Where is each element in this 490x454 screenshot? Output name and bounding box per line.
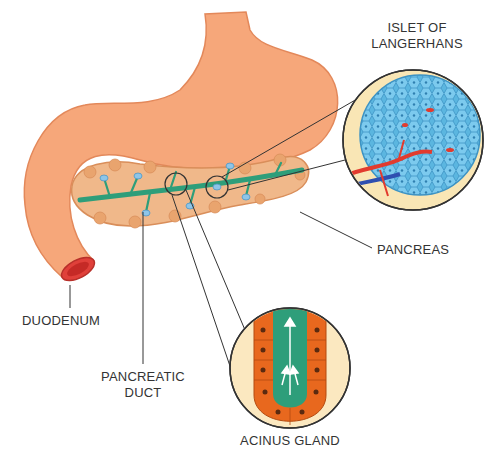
part-label: PANCREATIC DUCT — [88, 369, 198, 402]
duodenum-cut-end — [58, 253, 98, 286]
pancreas-body — [72, 157, 309, 226]
leader-lines — [70, 212, 372, 364]
pancreatic-duct-drawing — [80, 163, 302, 212]
zoom-marker — [165, 173, 187, 195]
part-label: DUODENUM — [22, 313, 132, 329]
islet-dots — [100, 163, 250, 216]
stomach-duodenum — [24, 12, 337, 277]
part-label: ACINUS GLAND — [235, 433, 345, 449]
zoom-marker — [206, 176, 228, 198]
part-label: ISLET OF LANGERHANS — [362, 20, 472, 53]
islet-zoom — [343, 70, 483, 210]
pancreas-lobules — [84, 154, 305, 228]
acinus-cells — [254, 300, 326, 425]
acinus-zoom — [230, 308, 350, 428]
part-label: PANCREAS — [377, 242, 472, 258]
